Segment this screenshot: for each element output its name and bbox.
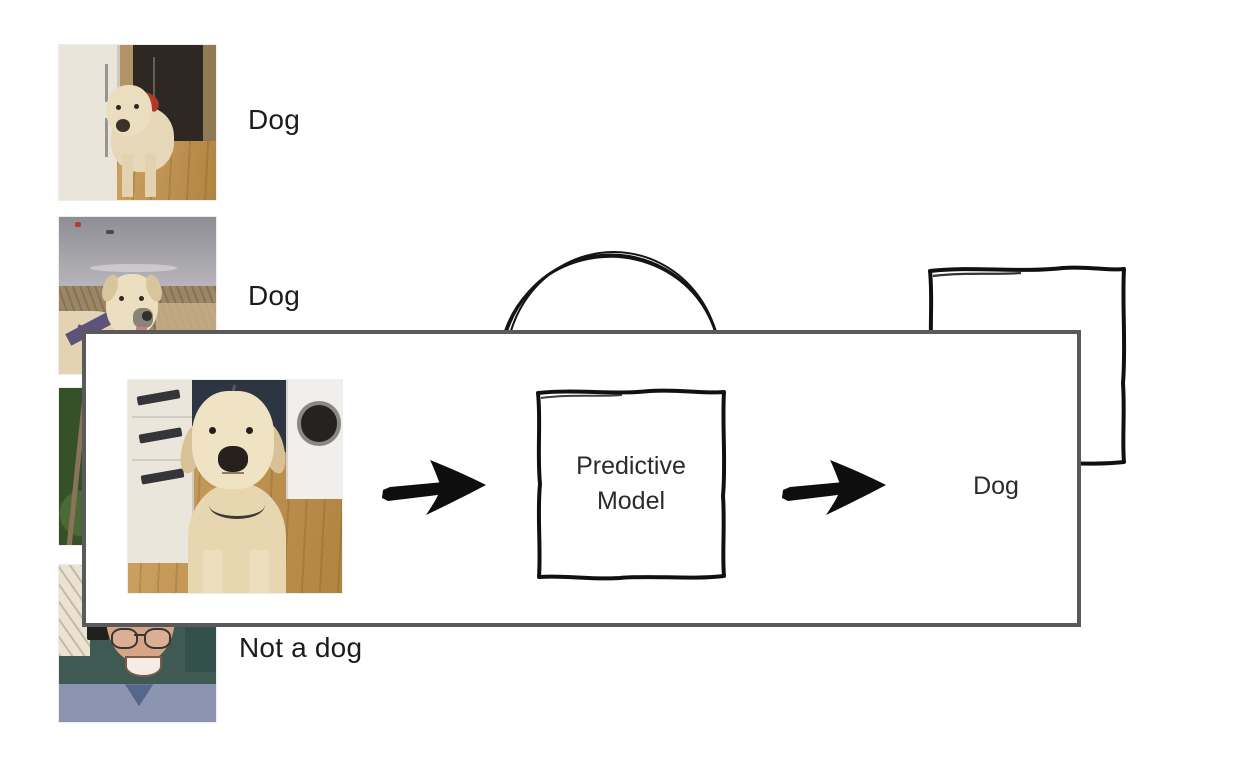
- right-arrow-icon: [782, 460, 886, 515]
- dog-nose: [115, 119, 130, 132]
- training-label: Not a dog: [239, 632, 363, 663]
- cabinet-handle: [104, 63, 108, 103]
- water-reflection: [90, 264, 177, 272]
- dog-eye: [245, 426, 253, 434]
- drawer-seam: [132, 458, 193, 461]
- right-arrow-icon: [382, 460, 486, 515]
- predictive-model-box: Predictive Model: [530, 382, 732, 585]
- input-photo-labrador-kitchen: [128, 380, 342, 593]
- dog-leg: [202, 550, 223, 593]
- training-label: Dog: [248, 104, 300, 135]
- dog-leg: [145, 153, 157, 197]
- predictive-model-label: Predictive Model: [576, 451, 686, 515]
- dog-leg: [249, 550, 270, 593]
- training-photo-dog-devil-horns: [59, 45, 216, 200]
- glasses-left-lens: [110, 627, 139, 650]
- dog-eye: [115, 105, 121, 111]
- cabinet-handle: [104, 117, 108, 157]
- washer-door: [297, 401, 342, 446]
- training-label: Dog: [248, 280, 300, 311]
- glasses-bridge: [134, 634, 146, 637]
- drawer-seam: [132, 416, 193, 419]
- dog-nose: [142, 311, 152, 321]
- dog-nose: [217, 446, 248, 472]
- dog-eye: [209, 426, 217, 434]
- dog-mouth: [222, 471, 244, 474]
- dog-eye: [118, 295, 124, 301]
- prediction-output-label: Dog: [973, 472, 1019, 500]
- distant-duck: [106, 229, 115, 234]
- glasses-right-lens: [143, 627, 172, 650]
- door-frame: [203, 45, 216, 145]
- dog-collar: [209, 491, 265, 520]
- distant-boat: [74, 221, 81, 227]
- smile: [124, 656, 162, 678]
- dog-head: [192, 390, 274, 489]
- prediction-panel: Predictive Model Dog: [82, 330, 1081, 627]
- sketch-box-border: [536, 388, 727, 581]
- dog-leg: [121, 153, 133, 197]
- dog-eye: [134, 103, 140, 109]
- dog-eye: [139, 295, 145, 301]
